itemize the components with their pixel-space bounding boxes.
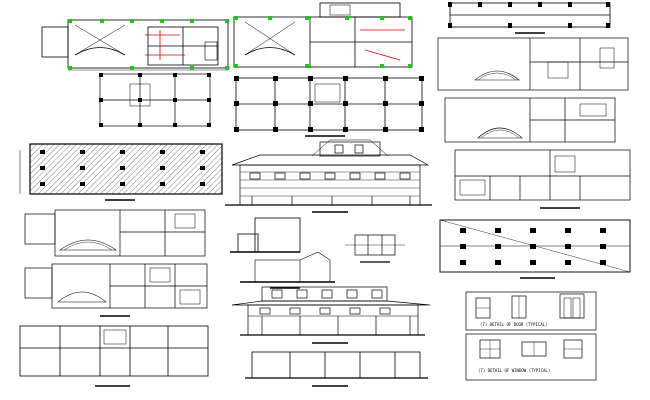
terrace-plan-right (444, 97, 616, 143)
side-elevation (231, 286, 431, 344)
bottom-plan-left (19, 325, 209, 387)
door-details-caption: (7) DETAIL OF DOOR (TYPICAL) (480, 322, 547, 327)
beam-plan-top-right (448, 2, 611, 34)
column-layout-small (99, 73, 211, 127)
bottom-elevation-strip (245, 351, 428, 387)
stair-detail (345, 234, 405, 263)
footing-plan-right (439, 219, 631, 279)
ground-floor-plan (41, 19, 229, 71)
front-elevation (225, 139, 432, 213)
window-details-caption: (7) DETAIL OF WINDOW (TYPICAL) (478, 368, 550, 373)
furniture-layout-top-right (437, 37, 629, 91)
furniture-layout-right (454, 149, 631, 209)
first-floor-layout-left (24, 209, 206, 257)
section-detail (230, 217, 335, 289)
window-details (465, 333, 597, 381)
ground-floor-layout-left (24, 263, 208, 317)
column-grid-plan-center (234, 76, 424, 137)
slab-reinforcement-plan (19, 143, 223, 201)
first-floor-plan (233, 2, 413, 68)
door-details (465, 291, 597, 331)
